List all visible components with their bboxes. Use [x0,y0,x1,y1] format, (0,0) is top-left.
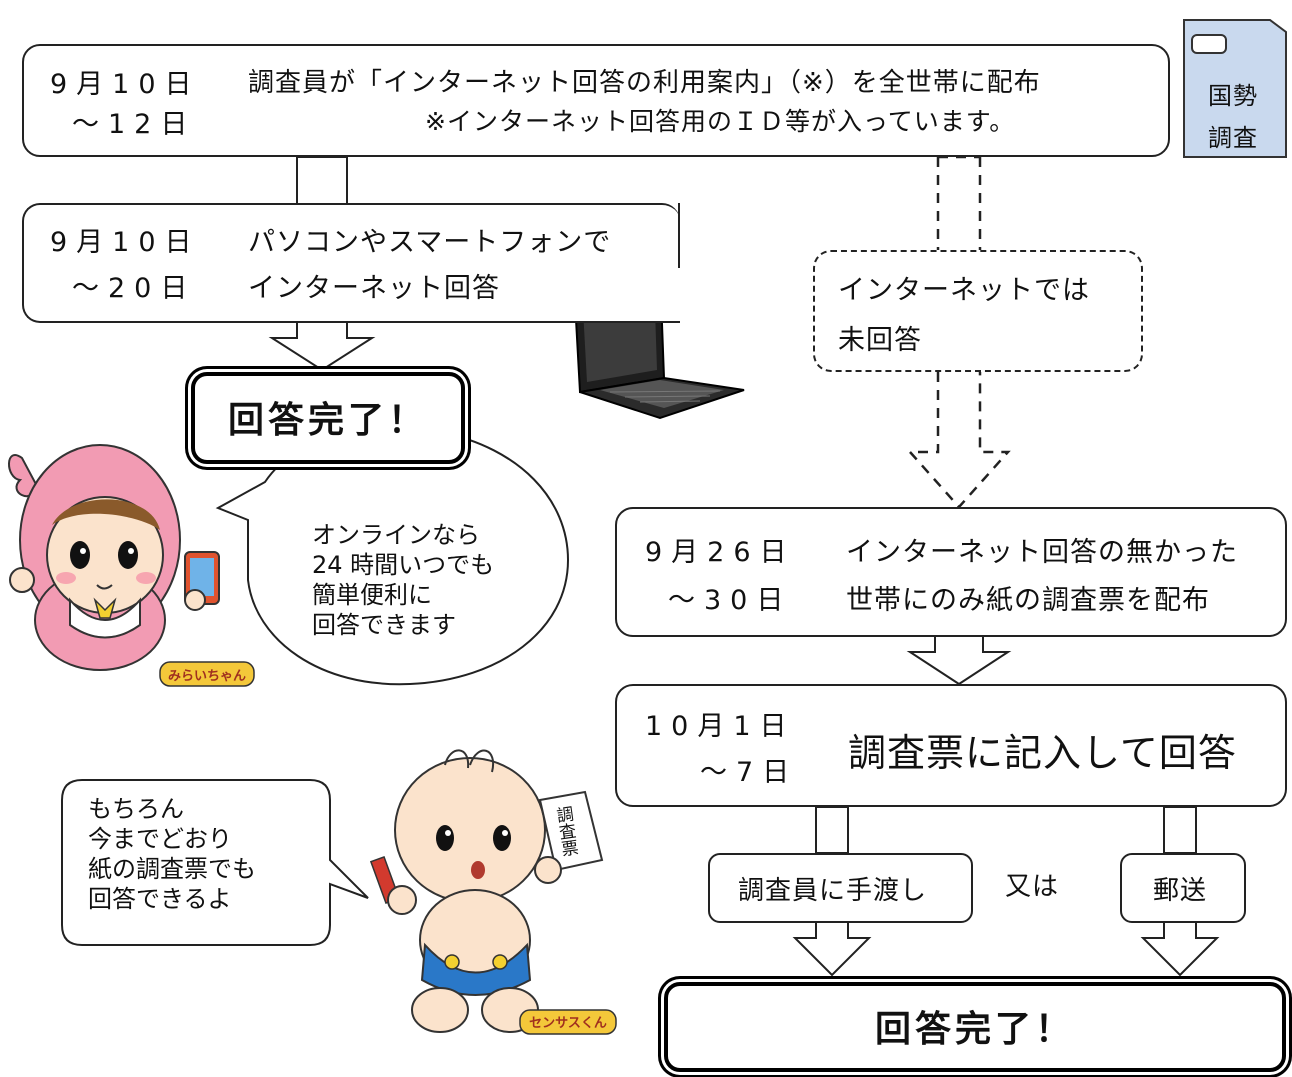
step3-line2: 世帯にのみ紙の調査票を配布 [846,585,1210,616]
step3-date-end: ～30日 [668,585,793,616]
step3-box [615,507,1287,637]
census-speech-bubble [61,779,369,946]
step1-date-end: ～12日 [72,109,197,140]
complete-bottom-box: 回答完了！ [664,982,1286,1072]
mirai-bubble-line: 回答できます [312,611,456,639]
arrow-step1-to-step2 [296,156,348,206]
arrow-to-mail [1163,806,1197,854]
option-mail-label: 郵送 [1153,876,1208,906]
step4-date-start: 10月1日 [645,711,796,742]
not-answered-line1: インターネットでは [838,275,1090,306]
census-bubble-text: もちろん 今までどおり 紙の調査票でも 回答できるよ [88,794,256,914]
step1-box [22,44,1170,157]
option-handover-label: 調査員に手渡し [738,876,928,906]
step2-date-end: ～20日 [72,273,197,304]
mirai-bubble-line: 簡単便利に [312,581,432,609]
mirai-bubble-text: オンラインなら 24 時間いつでも 簡単便利に 回答できます [312,520,494,640]
arrow-step2-to-complete [268,322,376,372]
step2-line2: インターネット回答 [248,273,500,304]
complete-top-box: 回答完了！ [191,372,465,464]
census-bubble-line: 回答できるよ [88,885,232,913]
arrow-step3-to-step4 [906,637,1012,686]
step1-text: 調査員が「インターネット回答の利用案内」（※）を全世帯に配布 [248,68,1041,98]
census-envelope [1183,19,1287,158]
arrow-mail-to-complete [1140,922,1220,977]
option-handover-box [708,853,973,923]
step4-date-end: ～7日 [700,757,799,788]
step2-box-right-edge [678,203,680,268]
step2-box [22,203,680,323]
mirai-bubble-line: 24 時間いつでも [312,551,495,579]
complete-bottom-label: 回答完了！ [874,1008,1075,1050]
option-or-label: 又は [1005,872,1060,902]
census-box-line1: 国勢 [1208,82,1258,110]
census-bubble-line: 紙の調査票でも [88,855,256,883]
step1-date-start: 9月10日 [50,69,201,100]
census-name-label: センサスくん [529,1016,607,1031]
not-answered-box [813,250,1143,372]
dashed-arrow-to-step3 [907,372,1011,509]
step4-text: 調査票に記入して回答 [848,731,1237,775]
not-answered-line2: 未回答 [838,325,922,356]
step4-box [615,684,1287,807]
mirai-bubble-line: オンラインなら [312,521,480,549]
census-bubble-line: もちろん [88,795,184,823]
step2-date-start: 9月10日 [50,227,201,258]
option-mail-box [1120,853,1246,923]
census-box-line2: 調査 [1208,124,1258,152]
step2-line1: パソコンやスマートフォンで [248,227,612,258]
census-bubble-line: 今までどおり [88,825,232,853]
mirai-chan-character [8,444,255,687]
complete-top-label: 回答完了！ [227,399,428,441]
arrow-to-handover [815,806,849,854]
dashed-arrow-to-not-answered [936,155,982,250]
census-kun-character [369,749,617,1035]
mirai-name-label: みらいちゃん [168,669,246,684]
arrow-handover-to-complete [792,922,872,977]
step3-line1: インターネット回答の無かった [846,537,1238,568]
step1-note: ※インターネット回答用のＩＤ等が入っています。 [425,107,1016,136]
step3-date-start: 9月26日 [645,537,796,568]
